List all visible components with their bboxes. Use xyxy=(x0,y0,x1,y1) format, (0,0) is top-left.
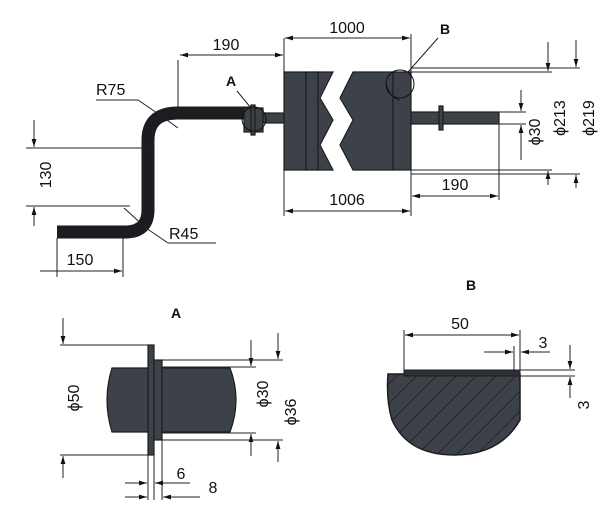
detail-a-phi50: ϕ50 xyxy=(66,385,83,412)
dim-1006-label: 1006 xyxy=(329,192,365,209)
fitting-a xyxy=(241,104,286,136)
detail-b-section xyxy=(386,373,521,456)
dim-1000-label: 1000 xyxy=(329,20,365,37)
r45-label: R45 xyxy=(169,226,198,243)
detail-a-dim8: 8 xyxy=(209,480,218,497)
callout-circle-a xyxy=(241,106,267,132)
detail-b-dim50: 50 xyxy=(451,316,469,333)
label-b: B xyxy=(440,21,450,37)
dim-1006: 1006 xyxy=(283,170,412,216)
right-pipe xyxy=(410,105,500,131)
detail-a-phi36: ϕ36 xyxy=(283,399,300,426)
dim-190-top: 190 xyxy=(177,37,285,112)
dim-190-bottom-label: 190 xyxy=(442,177,469,194)
dim-phi213: ϕ213 xyxy=(411,42,569,185)
detail-b-dim3-side: 3 xyxy=(576,400,593,409)
bent-pipe xyxy=(57,106,255,239)
phi30-main-label: ϕ30 xyxy=(527,119,544,146)
label-a: A xyxy=(226,73,236,89)
dim-phi219: ϕ219 xyxy=(411,40,598,188)
main-view: 190 1000 B R75 A xyxy=(26,20,598,277)
detail-a-dim6: 6 xyxy=(177,466,186,483)
dim-130: 130 xyxy=(26,120,148,226)
detail-a-phi30: ϕ30 xyxy=(255,381,272,408)
phi219-label: ϕ219 xyxy=(581,100,598,136)
dim-190-bottom: 190 xyxy=(410,124,500,200)
dim-r45: R45 xyxy=(123,207,216,244)
dim-phi30-main: ϕ30 xyxy=(499,90,544,160)
r75-label: R75 xyxy=(96,82,125,99)
dim-r75: R75 xyxy=(96,82,179,129)
phi213-label: ϕ213 xyxy=(552,100,569,136)
left-flange xyxy=(283,71,307,171)
detail-b: B 50 3 3 xyxy=(386,277,593,456)
right-flange xyxy=(392,71,412,171)
detail-a-title: A xyxy=(171,305,181,321)
dim-150: 150 xyxy=(40,238,124,277)
dim-190-top-label: 190 xyxy=(213,37,240,54)
dim-150-label: 150 xyxy=(67,252,94,269)
label-b-group: B xyxy=(407,21,450,73)
cylinder-body xyxy=(283,69,415,171)
right-cylinder-section xyxy=(339,71,394,171)
label-a-group: A xyxy=(226,73,252,109)
dim-130-label: 130 xyxy=(38,162,55,189)
detail-b-title: B xyxy=(466,277,476,293)
detail-a: A ϕ50 ϕ30 ϕ36 6 8 xyxy=(60,305,300,500)
dim-1000: 1000 xyxy=(285,20,412,72)
detail-b-dim3-top: 3 xyxy=(539,335,548,352)
